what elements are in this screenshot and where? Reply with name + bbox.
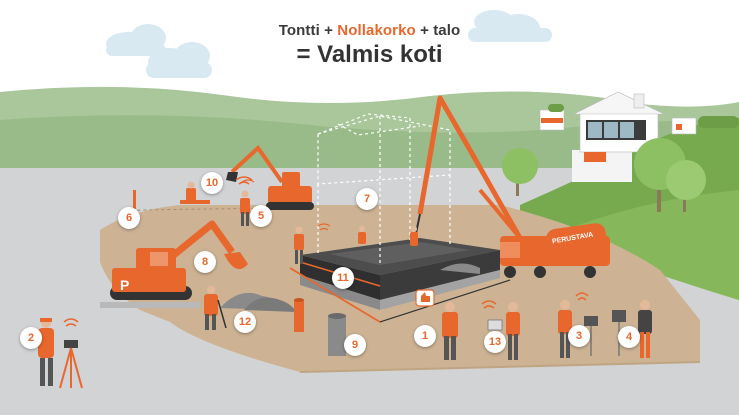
marker-11[interactable]: 11 xyxy=(332,267,354,289)
background-excavator xyxy=(226,144,314,210)
wifi-icon-group xyxy=(235,176,253,185)
marker-13[interactable]: 13 xyxy=(484,331,506,353)
marker-10[interactable]: 10 xyxy=(201,172,223,194)
big-excavator xyxy=(100,220,248,308)
tree-right xyxy=(634,138,706,212)
cloud-center xyxy=(146,42,212,78)
marker-2[interactable]: 2 xyxy=(20,327,42,349)
headline-line-1: Tontti + Nollakorko + talo xyxy=(0,22,739,39)
pipes xyxy=(294,298,346,356)
workers xyxy=(38,179,652,389)
marker-6[interactable]: 6 xyxy=(118,207,140,229)
headline-accent: Nollakorko xyxy=(337,22,416,39)
marker-7[interactable]: 7 xyxy=(356,188,378,210)
cloud-left xyxy=(106,24,166,56)
tree-left xyxy=(502,148,538,196)
cloud-right xyxy=(468,10,552,42)
headline-part-3: + talo xyxy=(415,22,461,39)
hedges xyxy=(548,104,739,128)
excavator-logo: P xyxy=(120,277,129,293)
gravel-piles xyxy=(220,263,480,312)
marker-5[interactable]: 5 xyxy=(250,205,272,227)
house-illustration xyxy=(539,91,697,182)
marker-1[interactable]: 1 xyxy=(414,325,436,347)
headline: Tontti + Nollakorko + talo = Valmis koti xyxy=(0,22,739,69)
marker-3[interactable]: 3 xyxy=(568,325,590,347)
marker-12[interactable]: 12 xyxy=(234,311,256,333)
marker-4[interactable]: 4 xyxy=(618,326,640,348)
headline-part-1: Tontti + xyxy=(278,22,338,39)
house-wireframe xyxy=(317,113,451,265)
marker-9[interactable]: 9 xyxy=(344,334,366,356)
marker-8[interactable]: 8 xyxy=(194,251,216,273)
concrete-pump-truck xyxy=(414,95,610,278)
headline-line-2: = Valmis koti xyxy=(296,41,443,68)
